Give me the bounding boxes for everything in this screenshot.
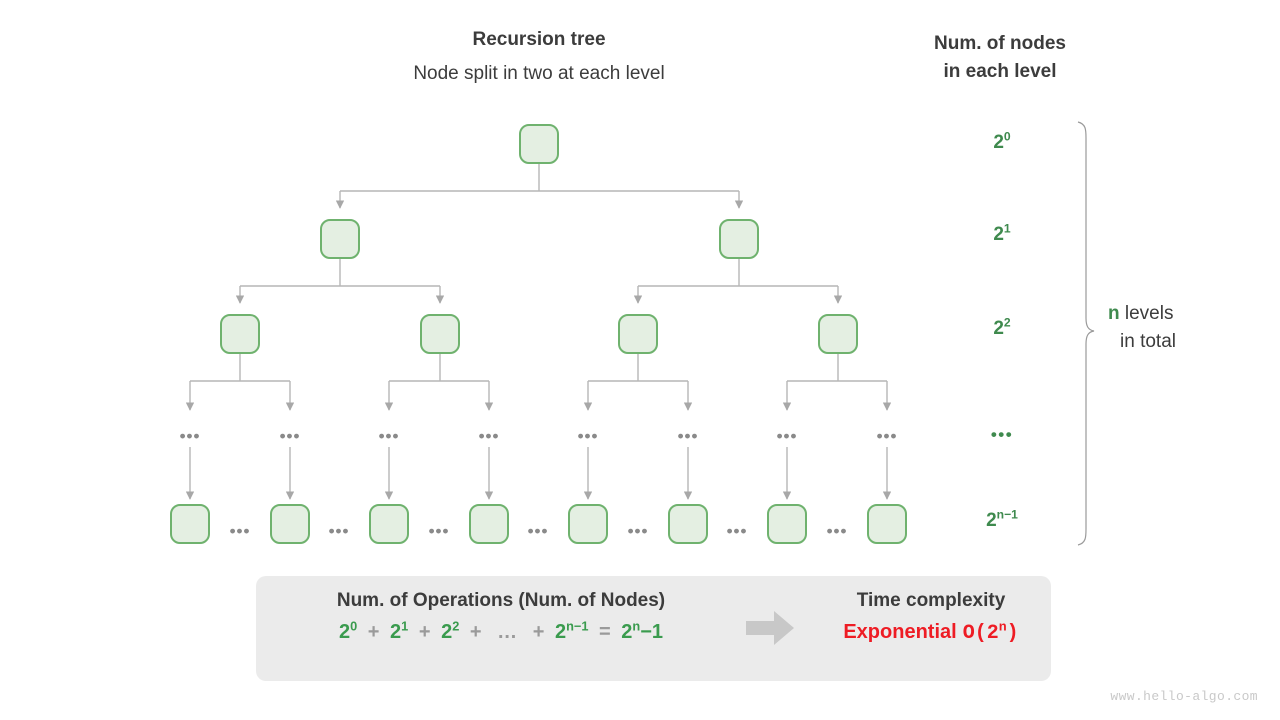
level3-ellipsis: ••• xyxy=(179,426,201,446)
complexity-heading: Time complexity xyxy=(856,590,1006,611)
formula-plus: + xyxy=(418,621,431,643)
level3-ellipsis: ••• xyxy=(279,426,301,446)
total-levels-annotation: n levels in total xyxy=(1108,300,1278,356)
tree-node xyxy=(767,504,807,544)
bottom-row-ellipsis: ••• xyxy=(627,521,649,541)
bottom-row-ellipsis: ••• xyxy=(428,521,450,541)
bottom-row-ellipsis: ••• xyxy=(826,521,848,541)
formula-plus: + xyxy=(532,621,545,643)
level3-ellipsis: ••• xyxy=(378,426,400,446)
tree-node xyxy=(519,124,559,164)
level-count-label-ellipsis: ••• xyxy=(990,425,1014,444)
formula-plus: + xyxy=(469,621,482,643)
operations-formula: 20 + 21 + 22 + … + 2n−1 = 2n−1 xyxy=(256,618,746,644)
arrow-right-icon xyxy=(746,611,794,645)
level-count-exp: n−1 xyxy=(996,507,1018,522)
level-count-label-2: 22 xyxy=(993,315,1011,340)
level-count-label-last: 2n−1 xyxy=(986,507,1018,532)
formula-equals: = xyxy=(599,621,611,643)
level-count-base: 2 xyxy=(993,318,1004,339)
formula-plus: + xyxy=(367,621,380,643)
level-count-exp: 1 xyxy=(1003,221,1011,236)
tree-node xyxy=(568,504,608,544)
complexity-bigo: O(2n) xyxy=(962,619,1019,645)
formula-term-1: 21 xyxy=(390,618,409,643)
tree-nodes xyxy=(170,124,907,544)
tree-node xyxy=(320,219,360,259)
level3-ellipsis: ••• xyxy=(677,426,699,446)
tree-node xyxy=(668,504,708,544)
formula-term-last: 2n−1 xyxy=(554,618,589,643)
tree-node xyxy=(220,314,260,354)
level3-ellipsis: ••• xyxy=(776,426,798,446)
tree-node xyxy=(270,504,310,544)
level3-ellipsis: ••• xyxy=(478,426,500,446)
tree-node xyxy=(818,314,858,354)
formula-term-2: 22 xyxy=(441,618,460,643)
levels-brace xyxy=(1077,121,1095,546)
operations-section: Num. of Operations (Num. of Nodes) 20 + … xyxy=(256,590,746,644)
level-count-base: 2 xyxy=(993,132,1004,153)
tree-node xyxy=(170,504,210,544)
level-count-label-1: 21 xyxy=(993,221,1011,246)
level-count-label-0: 20 xyxy=(993,129,1011,154)
tree-node xyxy=(420,314,460,354)
formula-term-0: 20 xyxy=(338,618,358,643)
levels-total-line2: in total xyxy=(1120,331,1176,352)
tree-node xyxy=(469,504,509,544)
formula-ellipsis: … xyxy=(497,621,518,643)
bottom-row-ellipsis: ••• xyxy=(328,521,350,541)
level-count-exp: 0 xyxy=(1003,129,1011,144)
tree-node xyxy=(618,314,658,354)
levels-word: levels xyxy=(1124,303,1174,324)
bottom-row-ellipsis: ••• xyxy=(527,521,549,541)
level-count-exp: 2 xyxy=(1003,315,1011,330)
level3-ellipsis: ••• xyxy=(577,426,599,446)
watermark: www.hello-algo.com xyxy=(1110,689,1258,704)
node-count-title-line1: Num. of nodes xyxy=(934,33,1066,54)
operations-heading: Num. of Operations (Num. of Nodes) xyxy=(336,590,666,611)
summary-panel: Num. of Operations (Num. of Nodes) 20 + … xyxy=(256,576,1051,681)
page-title: Recursion tree xyxy=(472,29,606,50)
level-count-base: 2 xyxy=(986,510,997,531)
complexity-word: Exponential xyxy=(843,621,957,643)
level-count-base: 2 xyxy=(993,224,1004,245)
tree-node xyxy=(719,219,759,259)
tree-edges xyxy=(185,163,892,500)
page-subtitle: Node split in two at each level xyxy=(413,63,665,84)
formula-result: 2n−1 xyxy=(621,618,664,643)
bottom-row-ellipsis: ••• xyxy=(726,521,748,541)
tree-node xyxy=(867,504,907,544)
bottom-row-ellipsis: ••• xyxy=(229,521,251,541)
level3-ellipsis: ••• xyxy=(876,426,898,446)
node-count-title-line2: in each level xyxy=(943,61,1057,82)
levels-variable: n xyxy=(1108,303,1120,324)
tree-node xyxy=(369,504,409,544)
